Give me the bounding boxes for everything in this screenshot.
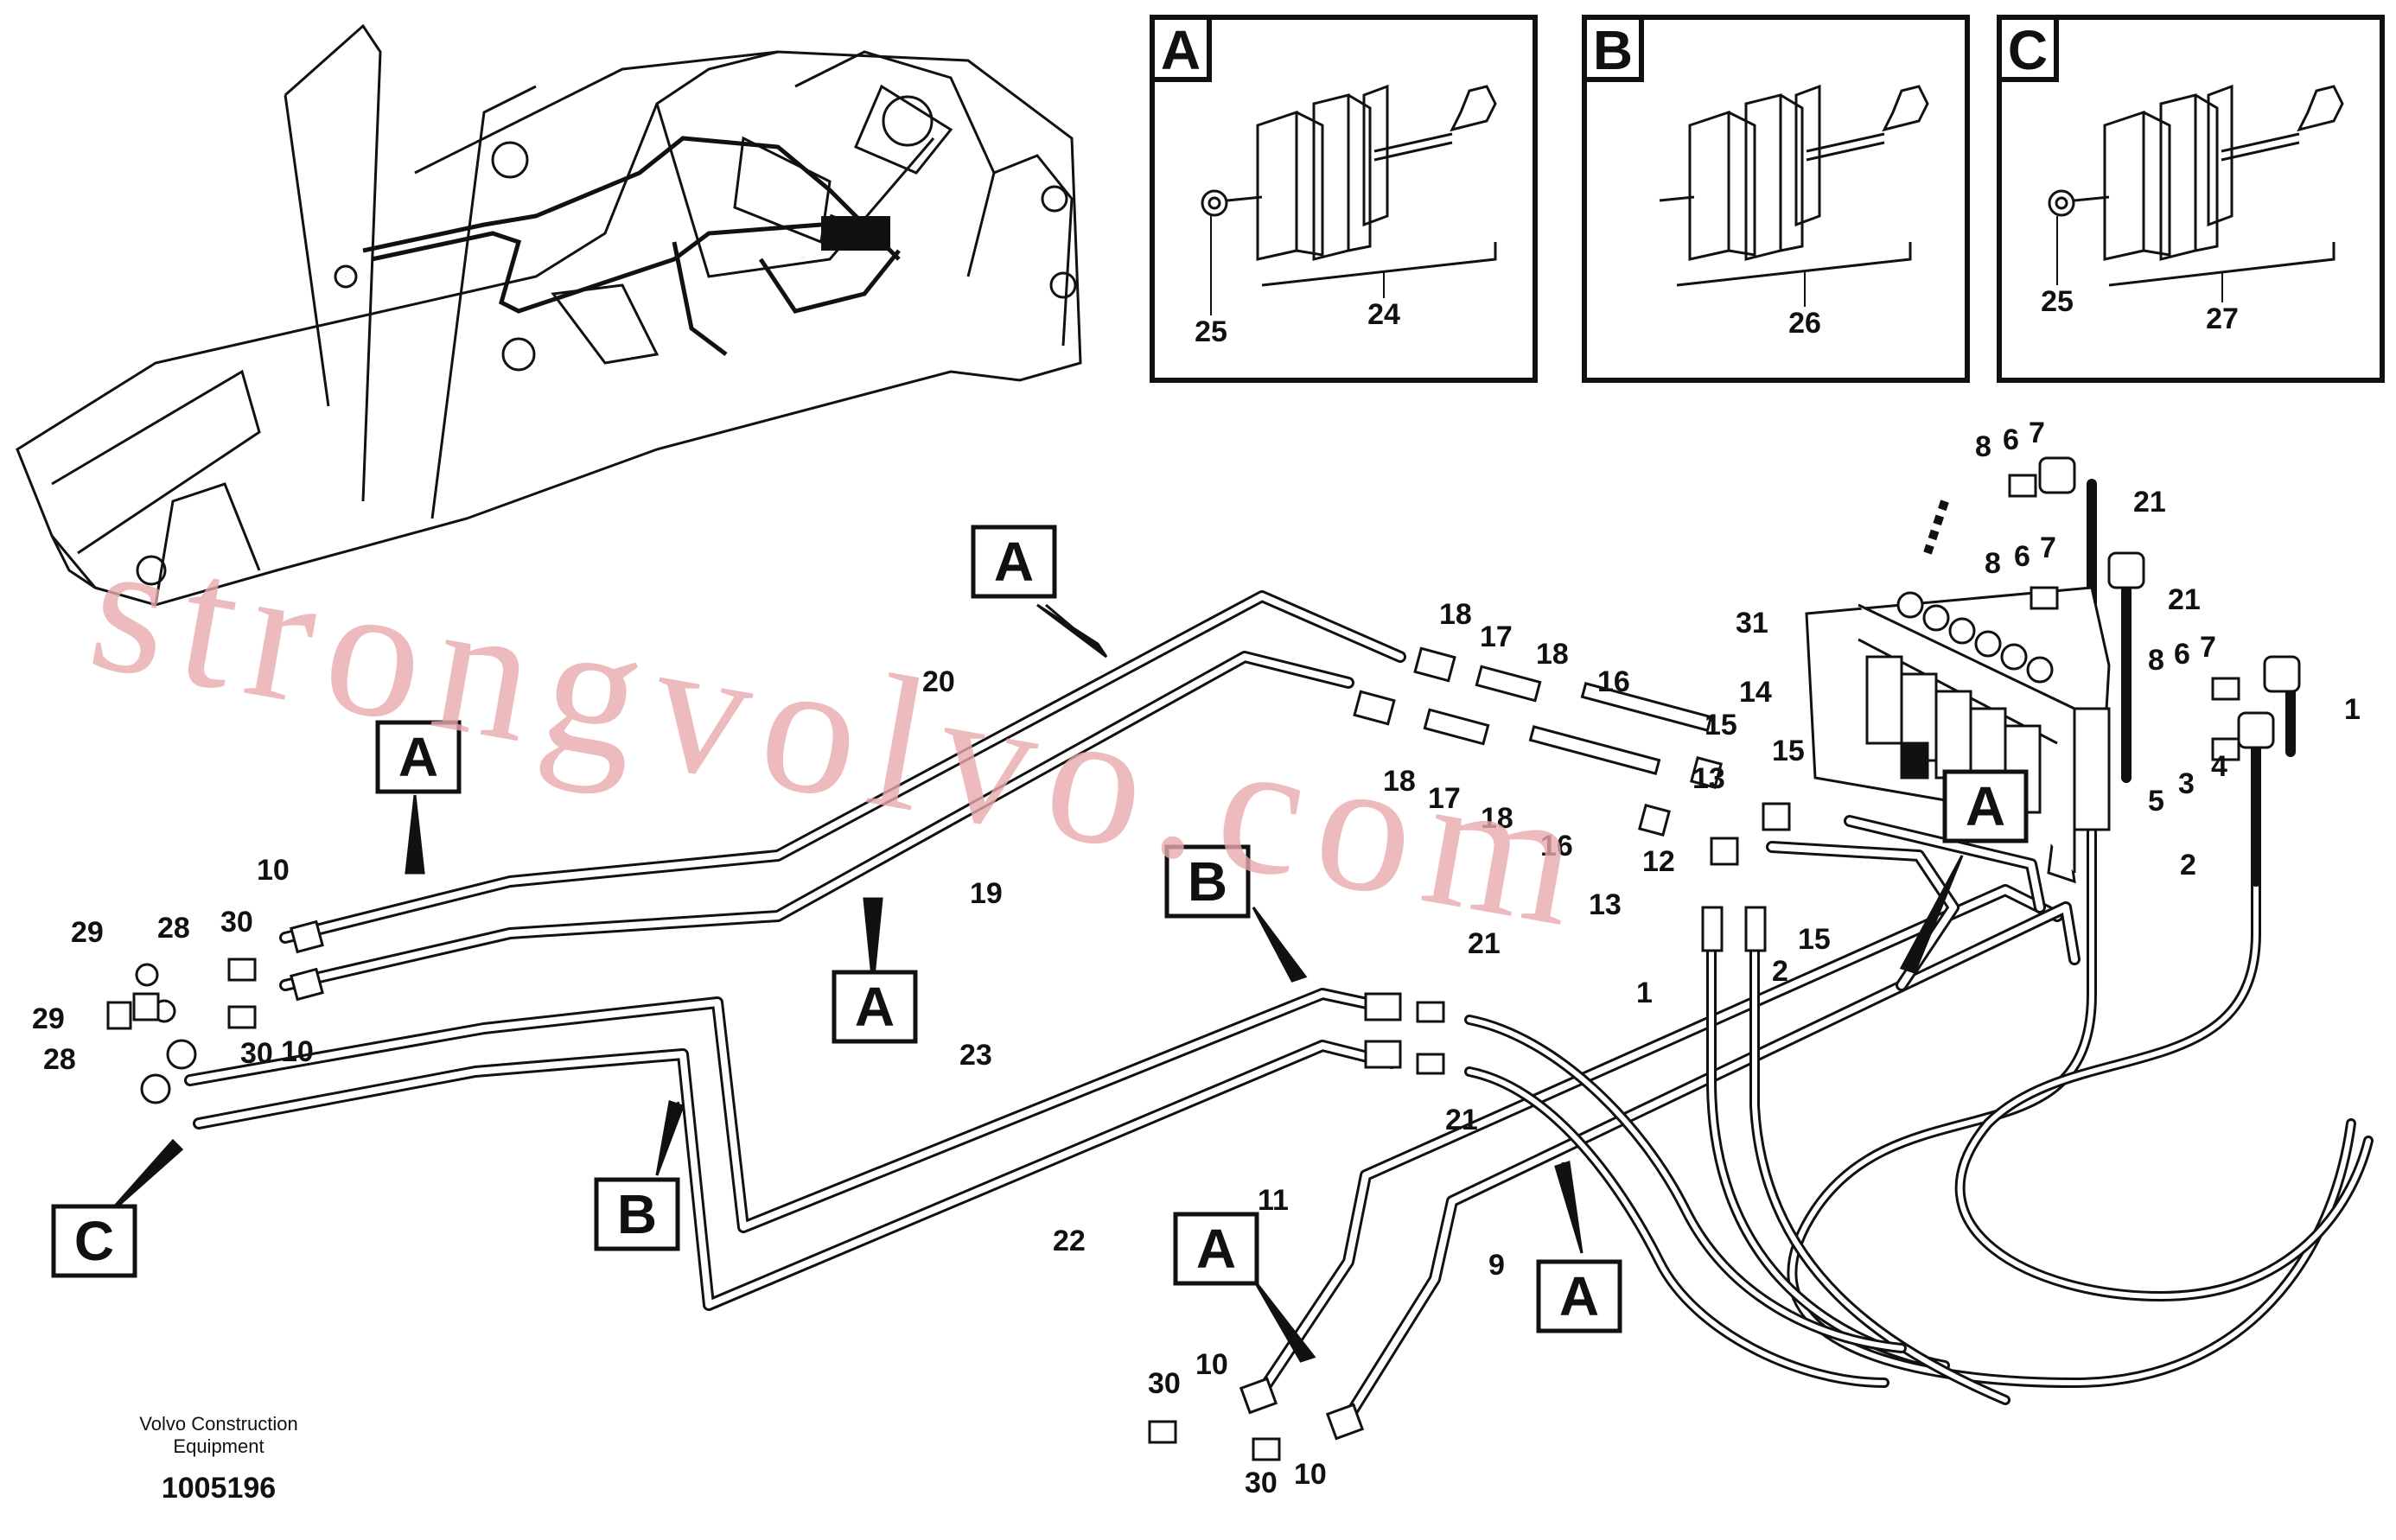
- bottom-end-fittings: [1148, 1377, 1365, 1461]
- label-13-b: 13: [1589, 888, 1622, 921]
- label-3: 3: [2178, 767, 2195, 800]
- callout-a-3: A: [855, 976, 895, 1038]
- label-6-b: 6: [2014, 540, 2030, 573]
- watermark-text: strongvolvo.com: [77, 498, 1608, 969]
- label-30-d: 30: [1245, 1467, 1278, 1499]
- label-26: 26: [1788, 307, 1821, 340]
- label-16-b: 16: [1540, 830, 1573, 862]
- label-1-a: 1: [2344, 693, 2361, 726]
- label-8-a: 8: [1975, 430, 1991, 463]
- label-30-c: 30: [1148, 1367, 1181, 1400]
- label-10-c: 10: [1195, 1348, 1228, 1381]
- left-end-fittings: [106, 920, 324, 1104]
- label-18-d: 18: [1481, 802, 1513, 835]
- label-11: 11: [1258, 1184, 1289, 1217]
- label-30-a: 30: [220, 906, 253, 939]
- label-12: 12: [1642, 845, 1675, 878]
- mid-hose-fittings-21: [1364, 992, 1445, 1075]
- clamp-assembly-c: [2048, 84, 2344, 287]
- label-18-a: 18: [1439, 598, 1472, 631]
- label-7-a: 7: [2029, 417, 2045, 449]
- label-28-a: 28: [157, 912, 190, 945]
- credit-block: Volvo Construction Equipment 1005196: [139, 1413, 297, 1505]
- inset-c: C 25 27: [1997, 15, 2385, 383]
- upper-hose-fittings: [1353, 646, 1791, 952]
- label-1-b: 1: [1636, 977, 1653, 1009]
- frame-hoses: [362, 136, 901, 356]
- label-2-a: 2: [2180, 849, 2196, 881]
- label-27: 27: [2206, 302, 2239, 335]
- callout-a-5: A: [1559, 1265, 1599, 1327]
- callout-a-6: A: [1966, 775, 2005, 837]
- label-6-a: 6: [2003, 423, 2019, 456]
- label-2-b: 2: [1772, 955, 1788, 988]
- label-21-d: 21: [1445, 1104, 1478, 1136]
- part-number-labels: 8 6 7 21 8 6 7 21 31 8 6 7 1 4 3 5 2 18 …: [32, 417, 2361, 1499]
- label-28-b: 28: [43, 1043, 76, 1076]
- credit-line-1: Volvo Construction: [139, 1413, 297, 1435]
- label-17-b: 17: [1428, 782, 1461, 815]
- label-17-a: 17: [1480, 620, 1513, 653]
- frame-valve-block: [821, 216, 890, 251]
- label-15-c: 15: [1798, 923, 1831, 956]
- label-30-b: 30: [240, 1037, 273, 1070]
- label-20: 20: [922, 665, 955, 698]
- label-24: 24: [1367, 298, 1400, 331]
- label-7-c: 7: [2200, 631, 2216, 664]
- label-8-c: 8: [2148, 644, 2164, 677]
- inset-b: B 26: [1582, 15, 1970, 383]
- callout-pointers: [102, 603, 1964, 1363]
- inset-a-letter: A: [1161, 19, 1201, 81]
- label-6-c: 6: [2174, 638, 2190, 671]
- label-4: 4: [2211, 750, 2227, 783]
- label-14: 14: [1739, 676, 1772, 709]
- label-16-a: 16: [1597, 665, 1630, 698]
- clamp-assembly-b: [1659, 84, 1929, 287]
- inset-b-letter: B: [1593, 19, 1633, 81]
- callout-a-4: A: [1196, 1218, 1236, 1280]
- label-18-c: 18: [1383, 765, 1416, 798]
- label-8-b: 8: [1985, 547, 2001, 580]
- label-21-b: 21: [2168, 583, 2201, 616]
- label-19: 19: [970, 877, 1003, 910]
- label-5: 5: [2148, 785, 2164, 818]
- control-valve-31: [1805, 586, 2111, 884]
- callout-b-2: B: [617, 1183, 657, 1245]
- callout-boxes: A A A A A A B B C: [51, 525, 2029, 1333]
- label-10-d: 10: [1294, 1458, 1327, 1491]
- label-9: 9: [1488, 1249, 1505, 1282]
- credit-line-2: Equipment: [173, 1435, 264, 1457]
- label-21-c: 21: [1468, 927, 1501, 960]
- callout-a-2: A: [398, 726, 438, 788]
- label-10-b: 10: [281, 1035, 314, 1068]
- label-15-a: 15: [1705, 709, 1737, 741]
- clamp-assembly-a: [1201, 84, 1497, 287]
- label-23: 23: [959, 1039, 992, 1072]
- label-21-a: 21: [2133, 486, 2166, 519]
- document-number: 1005196: [162, 1472, 276, 1505]
- valve-right-fittings: [1923, 456, 2301, 761]
- label-25-c: 25: [2041, 285, 2074, 318]
- callout-a-1: A: [994, 531, 1034, 593]
- label-25-a: 25: [1195, 315, 1227, 348]
- label-7-b: 7: [2040, 531, 2056, 564]
- label-29-b: 29: [32, 1002, 65, 1035]
- inset-a: A 25 24: [1150, 15, 1538, 383]
- label-15-b: 15: [1772, 735, 1805, 767]
- inset-c-letter: C: [2008, 19, 2048, 81]
- label-13-a: 13: [1692, 762, 1725, 795]
- label-10-a: 10: [257, 854, 290, 887]
- label-31: 31: [1736, 607, 1768, 640]
- label-18-b: 18: [1536, 638, 1569, 671]
- callout-b-1: B: [1188, 850, 1227, 913]
- callout-c-1: C: [74, 1210, 114, 1272]
- label-22: 22: [1053, 1225, 1086, 1257]
- label-29-a: 29: [71, 916, 104, 949]
